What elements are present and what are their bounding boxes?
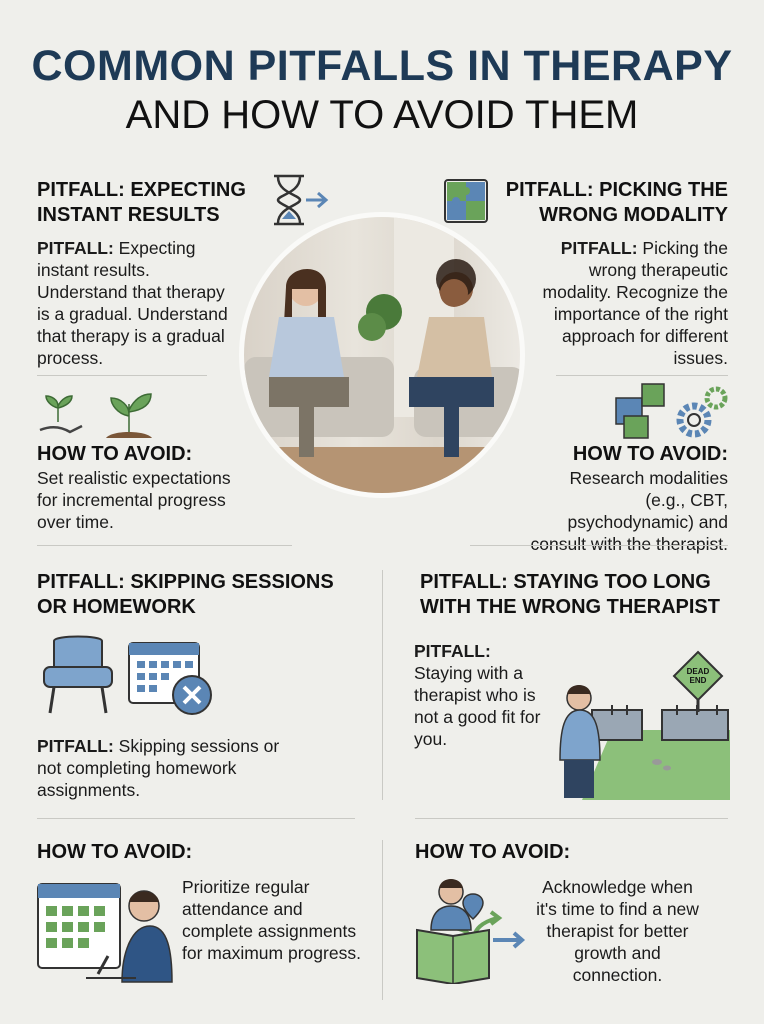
pitfall-heading-wrong-therapist: PITFALL: STAYING TOO LONG WITH THE WRONG… — [420, 570, 720, 620]
page-title: COMMON PITFALLS IN THERAPY — [31, 42, 733, 90]
divider — [37, 375, 207, 376]
pitfall-label: PITFALL: — [37, 736, 114, 756]
divider — [556, 375, 728, 376]
avoid-heading: HOW TO AVOID: — [37, 443, 193, 465]
heading-line: OR HOMEWORK — [37, 596, 196, 618]
calendar-writing-icon — [37, 883, 173, 983]
pitfall-label: PITFALL: — [414, 641, 491, 661]
armchair-icon — [43, 635, 113, 714]
therapy-session-photo — [239, 212, 525, 498]
avoid-heading: HOW TO AVOID: — [37, 841, 193, 863]
pitfall-text-skipping-sessions: PITFALL: Skipping sessions or not comple… — [37, 735, 307, 801]
heading-line: PITFALL: SKIPPING SESSIONS — [37, 571, 334, 593]
pitfall-heading-skipping-sessions: PITFALL: SKIPPING SESSIONS OR HOMEWORK — [37, 570, 334, 620]
pitfall-label: PITFALL: — [37, 238, 114, 258]
sign-line: DEAD — [686, 667, 710, 676]
pitfall-text-wrong-therapist: PITFALL: Staying with a therapist who is… — [414, 640, 544, 750]
hourglass-icon — [274, 174, 329, 226]
dead-end-bridge-icon: DEAD END — [552, 630, 732, 800]
divider — [470, 545, 728, 546]
avoid-text-wrong-therapist: Acknowledge when it's time to find a new… — [536, 877, 699, 985]
divider — [415, 818, 728, 819]
pitfall-label: PITFALL: — [560, 238, 638, 258]
therapy-session-illustration — [244, 217, 520, 493]
divider — [37, 545, 292, 546]
avoid-heading: HOW TO AVOID: — [572, 443, 728, 465]
pitfall-text-instant-results: PITFALL: Expecting instant results. Unde… — [37, 237, 235, 369]
heading-line: PITFALL: EXPECTING — [37, 179, 246, 201]
plant-growth-icon — [39, 393, 152, 438]
dead-end-sign: DEAD END — [686, 667, 710, 685]
calendar-cancel-icon — [128, 642, 212, 715]
puzzle-gears-icon — [615, 383, 728, 439]
heading-line: WRONG MODALITY — [539, 204, 728, 226]
heading-line: PITFALL: STAYING TOO LONG — [420, 571, 711, 593]
vertical-divider — [382, 840, 383, 1000]
avoid-text-instant-results: Set realistic expectations for increment… — [37, 468, 231, 532]
pitfall-heading-instant-results: PITFALL: EXPECTING INSTANT RESULTS — [37, 178, 246, 228]
pitfall-description: Expecting instant results. Understand th… — [37, 238, 228, 368]
avoid-text-skipping-sessions: Prioritize regular attendance and comple… — [182, 877, 361, 963]
pitfall-text-wrong-modality: PITFALL: Picking the wrong therapeutic m… — [530, 237, 728, 369]
pitfall-heading-wrong-modality: PITFALL: PICKING THE WRONG MODALITY — [506, 178, 728, 228]
pitfall-description: Staying with a therapist who is not a go… — [414, 663, 541, 749]
heading-line: PITFALL: PICKING THE — [505, 179, 728, 201]
avoid-text-wrong-modality: Research modalities (e.g., CBT, psychody… — [530, 468, 728, 554]
pitfall-description: Picking the wrong therapeutic modality. … — [542, 238, 728, 368]
dead-end-bridge-illustration — [559, 650, 730, 800]
puzzle-icon — [444, 179, 488, 223]
vertical-divider — [382, 570, 383, 800]
heading-line: INSTANT RESULTS — [37, 204, 220, 226]
page-subtitle: AND HOW TO AVOID THEM — [125, 93, 639, 137]
heading-line: WITH THE WRONG THERAPIST — [420, 596, 720, 618]
divider — [37, 818, 355, 819]
map-directions-icon — [416, 879, 526, 984]
pitfall-description: Skipping sessions or not completing home… — [37, 736, 280, 800]
avoid-heading: HOW TO AVOID: — [415, 841, 571, 863]
sign-line: END — [689, 676, 707, 685]
